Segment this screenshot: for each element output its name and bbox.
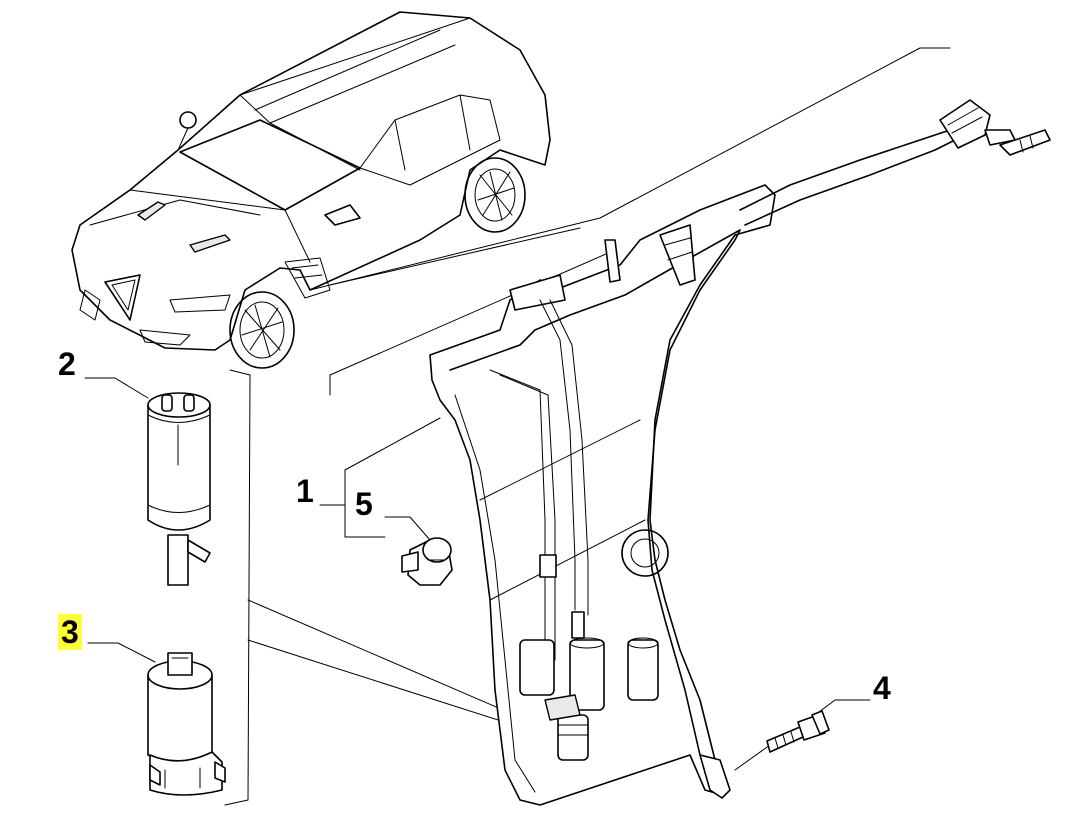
washer-pump-3-icon [147,652,226,796]
callout-2-label: 2 [58,346,76,382]
bolt-icon [766,710,830,753]
callout-3-label: 3 [58,614,82,650]
car-overview-icon [71,11,551,369]
callout-3-highlight: 3 [58,614,82,650]
grommet-icon [401,537,453,586]
callout-1-label: 1 [296,473,314,509]
washer-pump-2-icon [147,392,211,586]
callout-5-label: 5 [355,486,373,522]
callout-4-label: 4 [873,670,891,706]
washer-reservoir-icon [429,99,1051,806]
callout-leader-lines [84,47,951,806]
